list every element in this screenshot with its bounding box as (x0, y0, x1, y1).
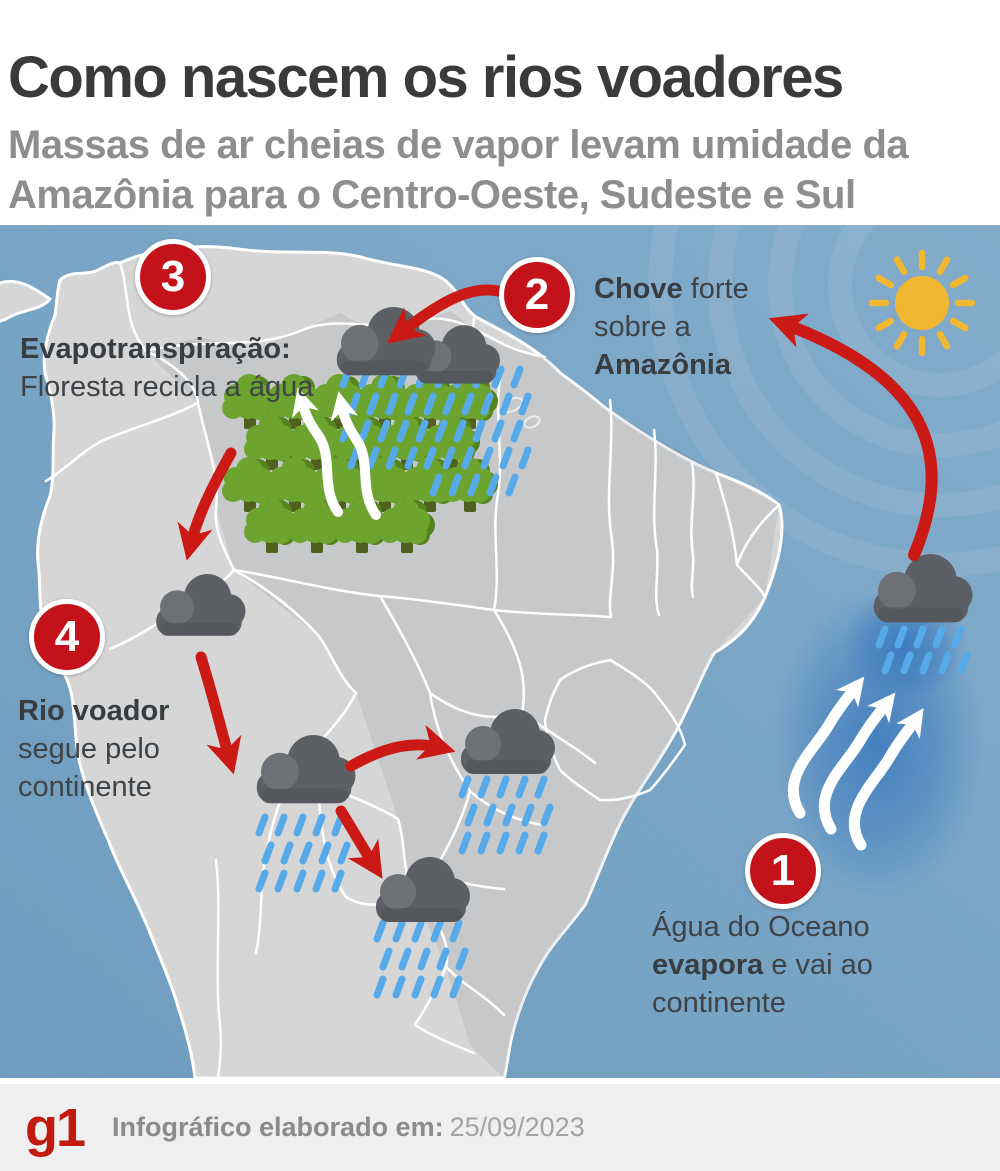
arrow-paraguay-to-southeast (345, 724, 456, 772)
step-2-text: forte sobre a (594, 273, 749, 343)
step-badge-4: 4 (29, 599, 105, 675)
sun-icon (868, 249, 976, 357)
step-number: 2 (524, 270, 550, 319)
arrow-west-to-paraguay (195, 651, 242, 775)
map-illustration (0, 225, 1000, 1078)
arrow-forest-to-west (177, 447, 237, 561)
arrow-badge2-to-cloud (387, 284, 504, 344)
step-4-text: segue pelo continente (18, 733, 160, 803)
transpiration-arrows (291, 387, 381, 520)
step-3-text: Floresta recicla a água (20, 371, 314, 403)
step-badge-1: 1 (745, 833, 821, 909)
flow-arrows (177, 284, 938, 879)
g1-logo: g1 (25, 1097, 86, 1158)
step-1-text: e vai ao continente (652, 949, 873, 1019)
step-2-keyword: Chove (594, 273, 683, 305)
page-subtitle: Massas de ar cheias de vapor levam umida… (8, 123, 909, 217)
step-4-keyword: Rio voador (18, 695, 170, 727)
arrow-paraguay-to-south (335, 805, 383, 879)
step-2-keyword: Amazônia (594, 349, 731, 381)
step-1-text: Água do Oceano (652, 911, 870, 943)
step-badge-3: 3 (135, 239, 211, 315)
step-2-label: Chove forte sobre a Amazônia (594, 270, 779, 384)
footer-date: 25/09/2023 (449, 1112, 585, 1142)
step-3-label: Evapotranspiração: Floresta recicla a ág… (20, 330, 350, 406)
step-number: 1 (770, 846, 796, 895)
step-1-label: Água do Oceano evapora e vai ao continen… (652, 908, 902, 1022)
step-4-label: Rio voador segue pelo continente (18, 692, 198, 806)
step-number: 3 (160, 252, 186, 301)
footer-label: Infográfico elaborado em: (112, 1112, 444, 1142)
page-title: Como nascem os rios voadores (8, 44, 844, 110)
footer-credit: Infográfico elaborado em:25/09/2023 (112, 1112, 585, 1143)
step-number: 4 (54, 612, 80, 661)
step-3-keyword: Evapotranspiração: (20, 333, 291, 365)
footer-bar: g1 Infográfico elaborado em:25/09/2023 (0, 1078, 1000, 1171)
step-badge-2: 2 (499, 257, 575, 333)
step-1-keyword: evapora (652, 949, 764, 981)
south-america-map (0, 225, 1000, 1078)
evaporation-arrows (787, 676, 924, 851)
arrow-ocean-to-amazon (768, 313, 938, 561)
